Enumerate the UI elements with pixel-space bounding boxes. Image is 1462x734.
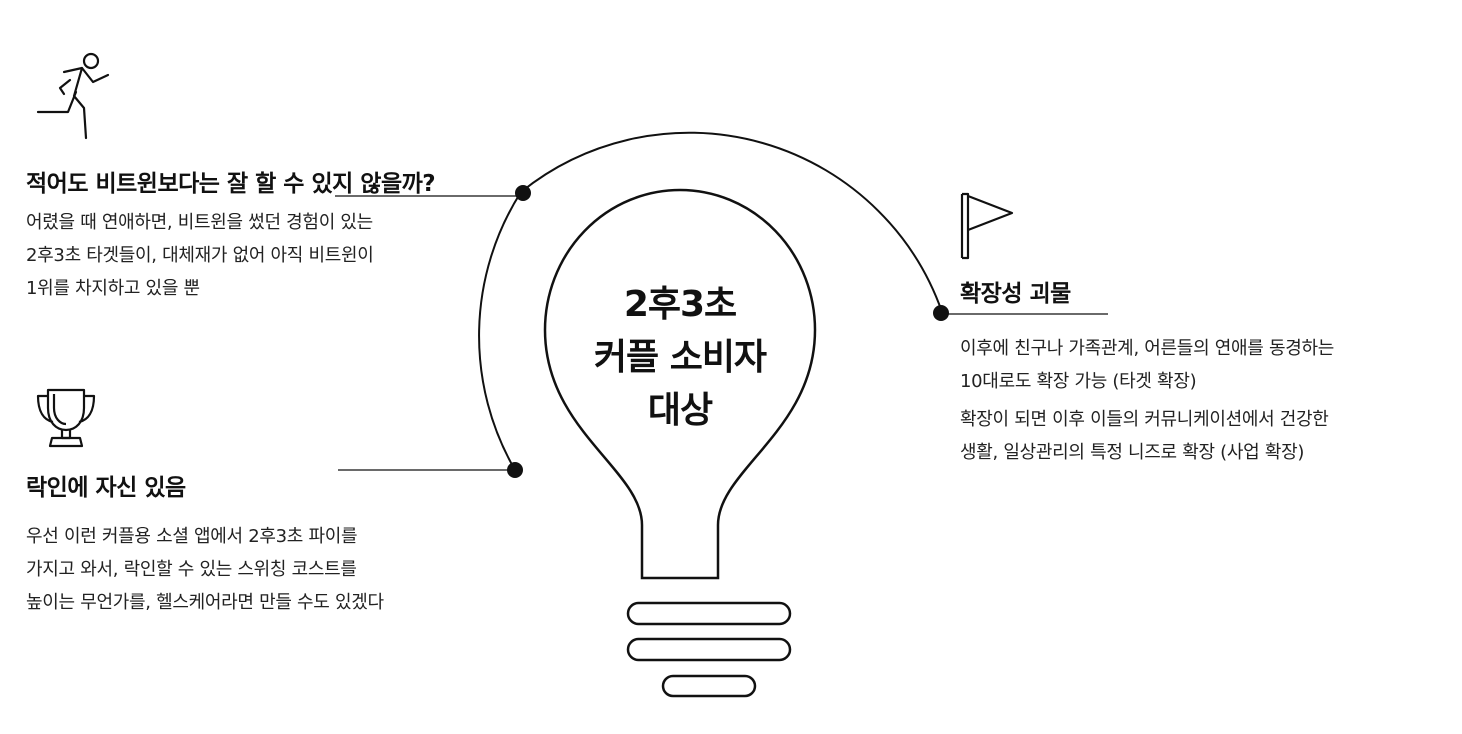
bulb-base-ring-2 — [628, 639, 790, 660]
running-person-icon — [38, 54, 108, 138]
outer-arc-lower — [479, 192, 521, 470]
trophy-icon — [38, 390, 94, 446]
flag-icon — [962, 194, 1012, 258]
left-bottom-body: 우선 이런 커플용 소셜 앱에서 2후3초 파이를 가지고 와서, 락인할 수 … — [26, 520, 384, 619]
left-top-line-3: 1위를 차지하고 있을 뿐 — [26, 272, 435, 305]
left-bottom-line-1: 우선 이런 커플용 소셜 앱에서 2후3초 파이를 — [26, 520, 384, 553]
left-bottom-line-2: 가지고 와서, 락인할 수 있는 스위칭 코스트를 — [26, 553, 384, 586]
center-title-line-1: 2후3초 — [560, 278, 800, 331]
left-bottom-line-3: 높이는 무언가를, 헬스케어라면 만들 수도 있겠다 — [26, 586, 384, 619]
right-p2-line-1: 확장이 되면 이후 이들의 커뮤니케이션에서 건강한 — [960, 403, 1334, 436]
bulb-base-ring-1 — [628, 603, 790, 624]
connector-dot-top-left — [515, 185, 531, 201]
left-top-body: 어렸을 때 연애하면, 비트윈을 썼던 경험이 있는 2후3초 타겟들이, 대체… — [26, 206, 435, 305]
right-p1-line-2: 10대로도 확장 가능 (타겟 확장) — [960, 365, 1334, 398]
bulb-base-ring-3 — [663, 676, 755, 696]
connector-dot-bottom-left — [507, 462, 523, 478]
center-title: 2후3초 커플 소비자 대상 — [560, 278, 800, 437]
center-title-line-2: 커플 소비자 — [560, 331, 800, 384]
left-top-line-1: 어렸을 때 연애하면, 비트윈을 썼던 경험이 있는 — [26, 206, 435, 239]
right-p2-line-2: 생활, 일상관리의 특정 니즈로 확장 (사업 확장) — [960, 436, 1334, 469]
left-bottom-block: 락인에 자신 있음 우선 이런 커플용 소셜 앱에서 2후3초 파이를 가지고 … — [26, 468, 384, 619]
left-top-heading: 적어도 비트윈보다는 잘 할 수 있지 않을까? — [26, 164, 435, 198]
right-paragraph-2: 확장이 되면 이후 이들의 커뮤니케이션에서 건강한 생활, 일상관리의 특정 … — [960, 403, 1334, 469]
center-title-line-3: 대상 — [560, 384, 800, 437]
right-paragraph-1: 이후에 친구나 가족관계, 어른들의 연애를 동경하는 10대로도 확장 가능 … — [960, 332, 1334, 398]
right-p1-line-1: 이후에 친구나 가족관계, 어른들의 연애를 동경하는 — [960, 332, 1334, 365]
left-top-block: 적어도 비트윈보다는 잘 할 수 있지 않을까? 어렸을 때 연애하면, 비트윈… — [26, 164, 435, 305]
left-top-line-2: 2후3초 타겟들이, 대체재가 없어 아직 비트윈이 — [26, 239, 435, 272]
right-block: 확장성 괴물 이후에 친구나 가족관계, 어른들의 연애를 동경하는 10대로도… — [960, 274, 1334, 469]
right-heading: 확장성 괴물 — [960, 274, 1334, 308]
connector-dot-right — [933, 305, 949, 321]
left-bottom-heading: 락인에 자신 있음 — [26, 468, 384, 502]
